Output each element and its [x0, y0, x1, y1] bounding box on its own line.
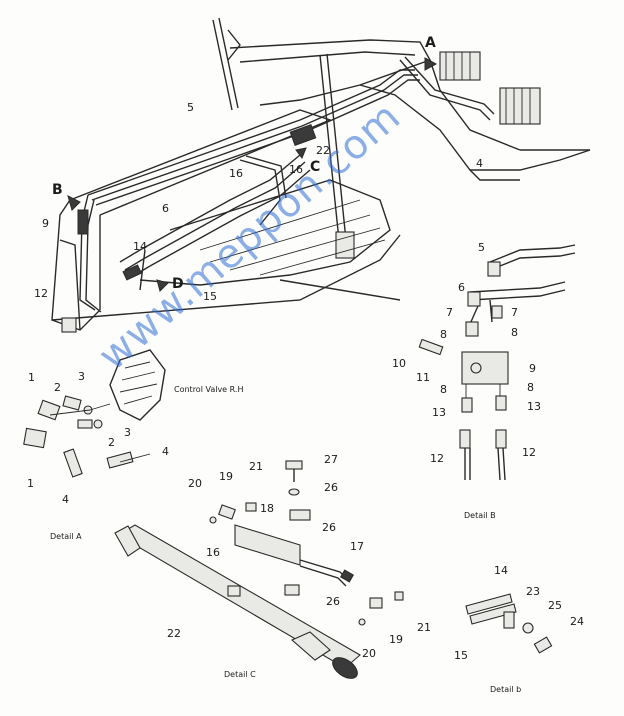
boom-frame — [51, 17, 591, 333]
part-label: 27 — [324, 453, 338, 466]
part-label: 26 — [324, 481, 338, 494]
view-label-c: C — [310, 159, 321, 175]
part-label: 25 — [548, 599, 562, 612]
part-label: 17 — [350, 540, 364, 553]
part-label: 5 — [187, 101, 194, 114]
hydraulic-pipes — [67, 51, 541, 313]
part-label: 7 — [511, 306, 518, 319]
part-label: 16 — [206, 546, 220, 559]
detail-a-caption: Detail A — [50, 532, 82, 541]
detail-d-caption: Detail b — [490, 685, 522, 694]
part-label: 21 — [249, 460, 263, 473]
part-label: 12 — [430, 452, 444, 465]
part-label: 8 — [440, 328, 447, 341]
part-label: 20 — [362, 647, 376, 660]
part-label: 22 — [316, 144, 330, 157]
view-label-b: B — [52, 182, 63, 198]
part-label: 15 — [454, 649, 468, 662]
part-label: 4 — [162, 445, 169, 458]
part-label: 2 — [108, 436, 115, 449]
view-label-a: A — [425, 35, 436, 51]
part-label: 13 — [432, 406, 446, 419]
part-label: 23 — [526, 585, 540, 598]
part-label: 15 — [203, 290, 217, 303]
part-label: 19 — [219, 470, 233, 483]
part-label: 8 — [527, 381, 534, 394]
part-label: 6 — [162, 202, 169, 215]
part-label: 3 — [78, 370, 85, 383]
detail-d-drawing — [465, 593, 553, 654]
part-label: 26 — [326, 595, 340, 608]
part-label: 12 — [34, 287, 48, 300]
part-label: 26 — [322, 521, 336, 534]
part-label: 18 — [260, 502, 274, 515]
part-label: 12 — [522, 446, 536, 459]
part-label: 8 — [440, 383, 447, 396]
part-label: 10 — [392, 357, 406, 370]
part-label: 14 — [494, 564, 508, 577]
part-label: 6 — [458, 281, 465, 294]
part-label: 24 — [570, 615, 584, 628]
part-label: 16 — [289, 163, 303, 176]
part-label: 16 — [229, 167, 243, 180]
detail-a-drawing — [23, 349, 166, 478]
part-label: 5 — [478, 241, 485, 254]
part-label: 2 — [54, 381, 61, 394]
part-label: 21 — [417, 621, 431, 634]
valve-caption: Control Valve R.H — [174, 385, 244, 394]
part-label: 9 — [42, 217, 49, 230]
part-label: 1 — [28, 371, 35, 384]
part-label: 20 — [188, 477, 202, 490]
view-label-d: D — [172, 276, 184, 292]
part-label: 1 — [27, 477, 34, 490]
detail-c-drawing — [114, 460, 404, 679]
part-label: 9 — [529, 362, 536, 375]
part-label: 19 — [389, 633, 403, 646]
detail-b-drawing — [418, 244, 576, 481]
part-label: 22 — [167, 627, 181, 640]
part-label: 3 — [124, 426, 131, 439]
part-label: 4 — [62, 493, 69, 506]
detail-c-caption: Detail C — [224, 670, 256, 679]
part-label: 13 — [527, 400, 541, 413]
part-label: 14 — [133, 240, 147, 253]
part-label: 11 — [416, 371, 430, 384]
part-label: 8 — [511, 326, 518, 339]
part-label: 7 — [446, 306, 453, 319]
part-label: 4 — [476, 157, 483, 170]
detail-b-caption: Detail B — [464, 511, 496, 520]
